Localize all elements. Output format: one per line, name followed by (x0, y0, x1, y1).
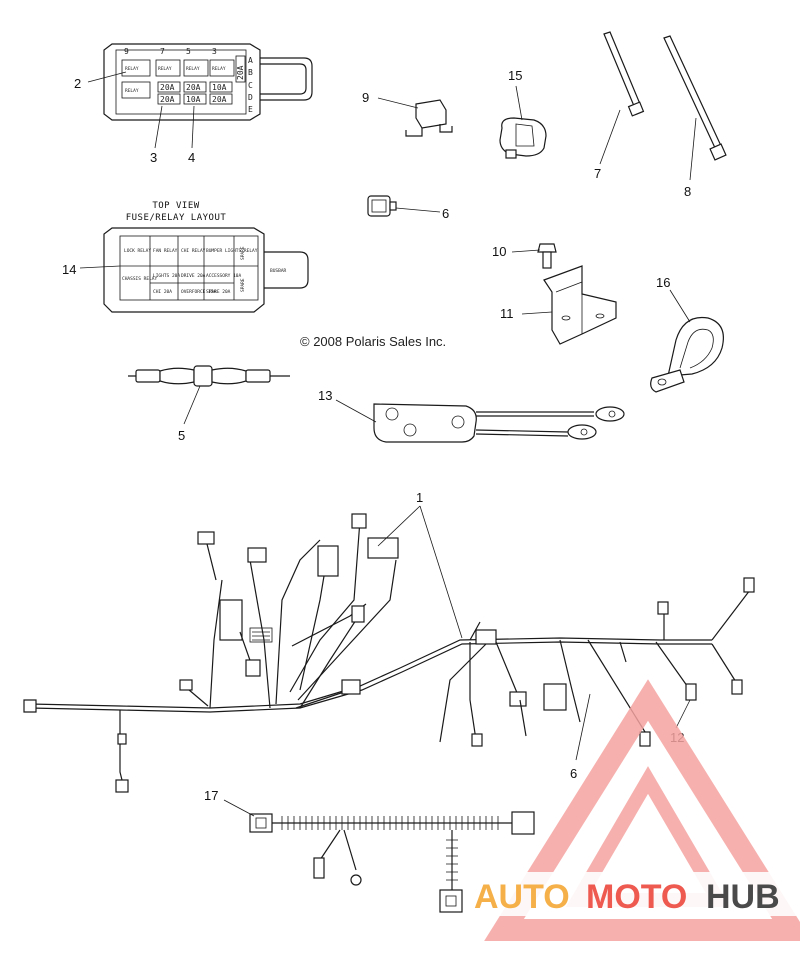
fuse-relay-layout: LOCK RELAY FAN RELAY CHI RELAY BUMPER LI… (103, 227, 309, 313)
inline-fuse-holder (128, 365, 290, 387)
relay-label: RELAY (186, 66, 200, 72)
callout-2: 2 (74, 76, 81, 91)
relay (405, 99, 453, 137)
fuse-value: 10A (186, 95, 201, 104)
callout-16: 16 (656, 275, 670, 290)
automotohub-logo: AUTO MOTO HUB (470, 679, 800, 941)
callout-17: 17 (204, 788, 218, 803)
fuse-value: 20A (212, 95, 227, 104)
relay-label: RELAY (125, 88, 139, 94)
ground-strap (373, 403, 625, 443)
callout-6-bottom: 6 (570, 766, 577, 781)
side-letter: D (248, 93, 253, 102)
layout-cell: CHI 20A (153, 289, 172, 295)
callout-3: 3 (150, 150, 157, 165)
side-letter: A (248, 56, 253, 65)
relay-label: RELAY (212, 66, 226, 72)
callout-7: 7 (594, 166, 601, 181)
callout-8: 8 (684, 184, 691, 199)
callout-13: 13 (318, 388, 332, 403)
layout-cell: BUMPER LIGHTS RELAY (206, 248, 258, 254)
side-letter: E (248, 105, 253, 114)
layout-cell: SPARE (240, 278, 246, 292)
logo-text-auto: AUTO (474, 878, 570, 916)
callout-10: 10 (492, 244, 506, 259)
relay-label: RELAY (158, 66, 172, 72)
layout-title-line-1: TOP VIEW (152, 201, 199, 211)
fuse-value: 20A (160, 83, 175, 92)
fuse-box: 9 7 5 3 RELAY RELAY RELAY RELAY RELAY 20… (103, 43, 313, 121)
fuse-top-number: 5 (186, 47, 191, 56)
layout-side-label: BUSBAR (270, 268, 287, 274)
cable-tie-long (663, 35, 727, 161)
callout-4: 4 (188, 150, 195, 165)
small-connector (367, 195, 397, 217)
callout-6-top: 6 (442, 206, 449, 221)
side-letter: B (248, 68, 253, 77)
layout-cell: CHASSIS RELAY (122, 276, 158, 282)
callout-5: 5 (178, 428, 185, 443)
layout-cell: ACCESSORY 10A (206, 273, 242, 279)
fuse-value: 10A (212, 83, 227, 92)
callout-15: 15 (508, 68, 522, 83)
layout-cell: DRIVE 20A (181, 273, 206, 279)
layout-title-line-2: FUSE/RELAY LAYOUT (126, 213, 227, 223)
layout-cell: FAN RELAY (153, 248, 178, 254)
layout-cell: SPARE (240, 246, 246, 260)
callout-11: 11 (500, 306, 514, 321)
layout-cell: LIGHTS 20A (153, 273, 180, 279)
fuse-top-number: 9 (124, 47, 129, 56)
logo-text-hub: HUB (706, 878, 780, 916)
side-letter: C (248, 81, 253, 90)
copyright-text: © 2008 Polaris Sales Inc. (300, 334, 446, 349)
callout-9: 9 (362, 90, 369, 105)
fuse-value: 20A (160, 95, 175, 104)
callout-14: 14 (62, 262, 76, 277)
connector-clip (499, 117, 547, 159)
side-fuse-value: 20A (236, 65, 245, 80)
logo-text-moto: MOTO (586, 878, 687, 916)
fuse-top-number: 7 (160, 47, 165, 56)
callout-1: 1 (416, 490, 423, 505)
layout-cell: CHI RELAY (181, 248, 206, 254)
fuse-value: 20A (186, 83, 201, 92)
sub-harness (249, 811, 535, 913)
layout-cell: LOCK RELAY (124, 248, 151, 254)
bolt (537, 243, 557, 269)
cable-tie-short (603, 31, 645, 117)
layout-cell: SPARE 20A (206, 289, 231, 295)
main-wire-harness (23, 513, 755, 793)
fuse-top-number: 3 (212, 47, 217, 56)
p-clamp (650, 316, 724, 393)
relay-label: RELAY (125, 66, 139, 72)
mounting-bracket (543, 265, 617, 345)
layout-cell: OVERFORCE 15A (181, 289, 217, 295)
